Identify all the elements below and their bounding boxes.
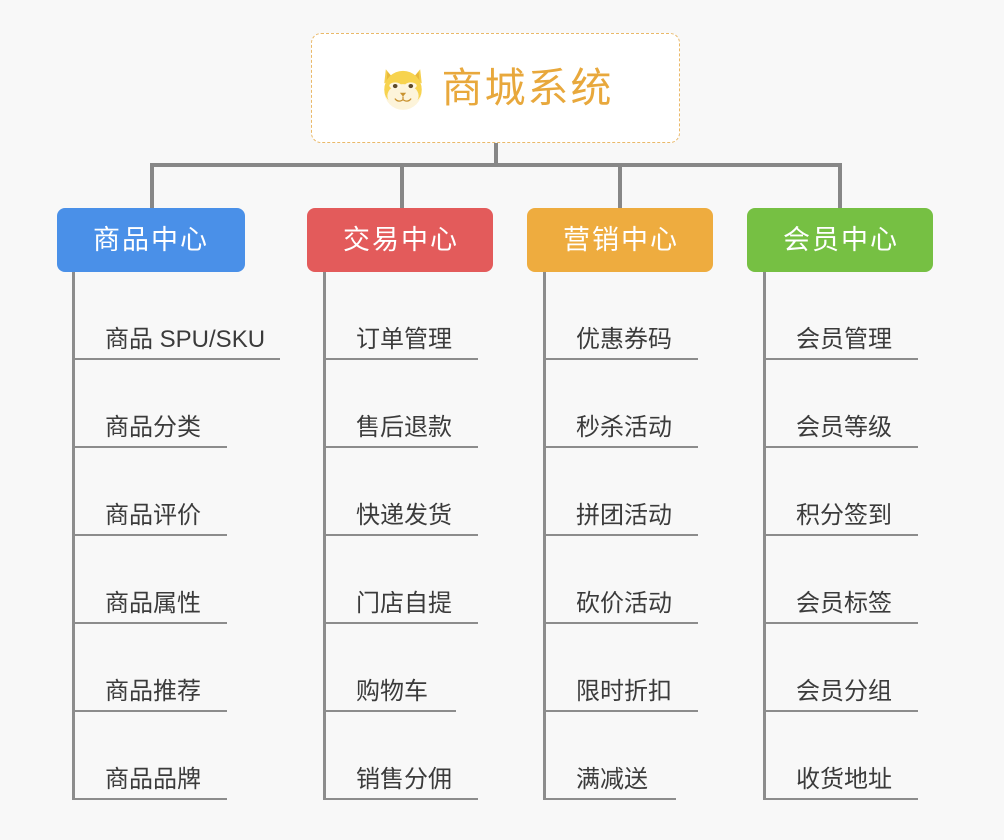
leaf-label: 商品分类	[105, 414, 201, 442]
connector-drop-1	[150, 163, 154, 210]
leaf-item[interactable]: 商品推荐	[72, 624, 227, 712]
connector-drop-2	[400, 163, 404, 210]
connector-drop-4	[838, 163, 842, 210]
leaf-item[interactable]: 商品评价	[72, 448, 227, 536]
leaf-item[interactable]: 拼团活动	[543, 448, 698, 536]
leaf-item[interactable]: 快递发货	[323, 448, 478, 536]
column-spine-3	[543, 272, 546, 800]
leaf-label: 销售分佣	[356, 766, 452, 794]
leaf-label: 商品属性	[105, 590, 201, 618]
leaf-label: 门店自提	[356, 590, 452, 618]
leaf-label: 会员标签	[796, 590, 892, 618]
category-label-2: 交易中心	[343, 224, 459, 255]
leaf-label: 满减送	[576, 766, 648, 794]
leaf-label: 售后退款	[356, 414, 452, 442]
leaf-item[interactable]: 商品 SPU/SKU	[72, 272, 280, 360]
leaf-label: 购物车	[356, 678, 428, 706]
category-box-2[interactable]: 交易中心	[307, 208, 493, 272]
connector-horizontal-bar	[150, 163, 840, 167]
leaf-label: 会员管理	[796, 326, 892, 354]
leaf-item[interactable]: 商品品牌	[72, 712, 227, 800]
shiba-dog-face-icon	[383, 69, 422, 110]
category-box-1[interactable]: 商品中心	[57, 208, 245, 272]
leaf-item[interactable]: 商品分类	[72, 360, 227, 448]
leaf-item[interactable]: 商品属性	[72, 536, 227, 624]
leaf-item[interactable]: 限时折扣	[543, 624, 698, 712]
connector-drop-3	[618, 163, 622, 210]
leaf-label: 商品 SPU/SKU	[105, 326, 266, 354]
leaf-label: 商品推荐	[105, 678, 201, 706]
leaf-label: 快递发货	[356, 502, 452, 530]
leaf-item[interactable]: 销售分佣	[323, 712, 478, 800]
column-spine-4	[763, 272, 766, 800]
root-node-title: 商城系统	[441, 64, 614, 111]
column-spine-1	[72, 272, 75, 800]
leaf-label: 拼团活动	[576, 502, 672, 530]
leaf-item[interactable]: 会员管理	[763, 272, 918, 360]
leaf-label: 秒杀活动	[576, 414, 672, 442]
category-label-1: 商品中心	[93, 224, 209, 255]
leaf-label: 积分签到	[796, 502, 892, 530]
leaf-label: 会员分组	[796, 678, 892, 706]
leaf-item[interactable]: 购物车	[323, 624, 456, 712]
leaf-label: 收货地址	[796, 766, 892, 794]
leaf-label: 商品评价	[105, 502, 201, 530]
leaf-item[interactable]: 满减送	[543, 712, 676, 800]
leaf-item[interactable]: 售后退款	[323, 360, 478, 448]
leaf-item[interactable]: 秒杀活动	[543, 360, 698, 448]
category-box-3[interactable]: 营销中心	[527, 208, 713, 272]
leaf-label: 订单管理	[356, 326, 452, 354]
leaf-label: 会员等级	[796, 414, 892, 442]
category-label-3: 营销中心	[563, 224, 679, 255]
leaf-label: 砍价活动	[576, 590, 672, 618]
root-node-content: 商城系统	[378, 63, 614, 113]
leaf-label: 商品品牌	[105, 766, 201, 794]
leaf-item[interactable]: 积分签到	[763, 448, 918, 536]
leaf-item[interactable]: 砍价活动	[543, 536, 698, 624]
leaf-item[interactable]: 会员标签	[763, 536, 918, 624]
column-spine-2	[323, 272, 326, 800]
root-node-card[interactable]: 商城系统	[311, 33, 680, 143]
category-box-4[interactable]: 会员中心	[747, 208, 933, 272]
leaf-item[interactable]: 会员分组	[763, 624, 918, 712]
leaf-item[interactable]: 优惠券码	[543, 272, 698, 360]
leaf-item[interactable]: 门店自提	[323, 536, 478, 624]
leaf-label: 优惠券码	[576, 326, 672, 354]
connector-root-stem	[494, 143, 498, 165]
leaf-label: 限时折扣	[576, 678, 672, 706]
category-label-4: 会员中心	[783, 224, 899, 255]
leaf-item[interactable]: 收货地址	[763, 712, 918, 800]
leaf-item[interactable]: 会员等级	[763, 360, 918, 448]
leaf-item[interactable]: 订单管理	[323, 272, 478, 360]
